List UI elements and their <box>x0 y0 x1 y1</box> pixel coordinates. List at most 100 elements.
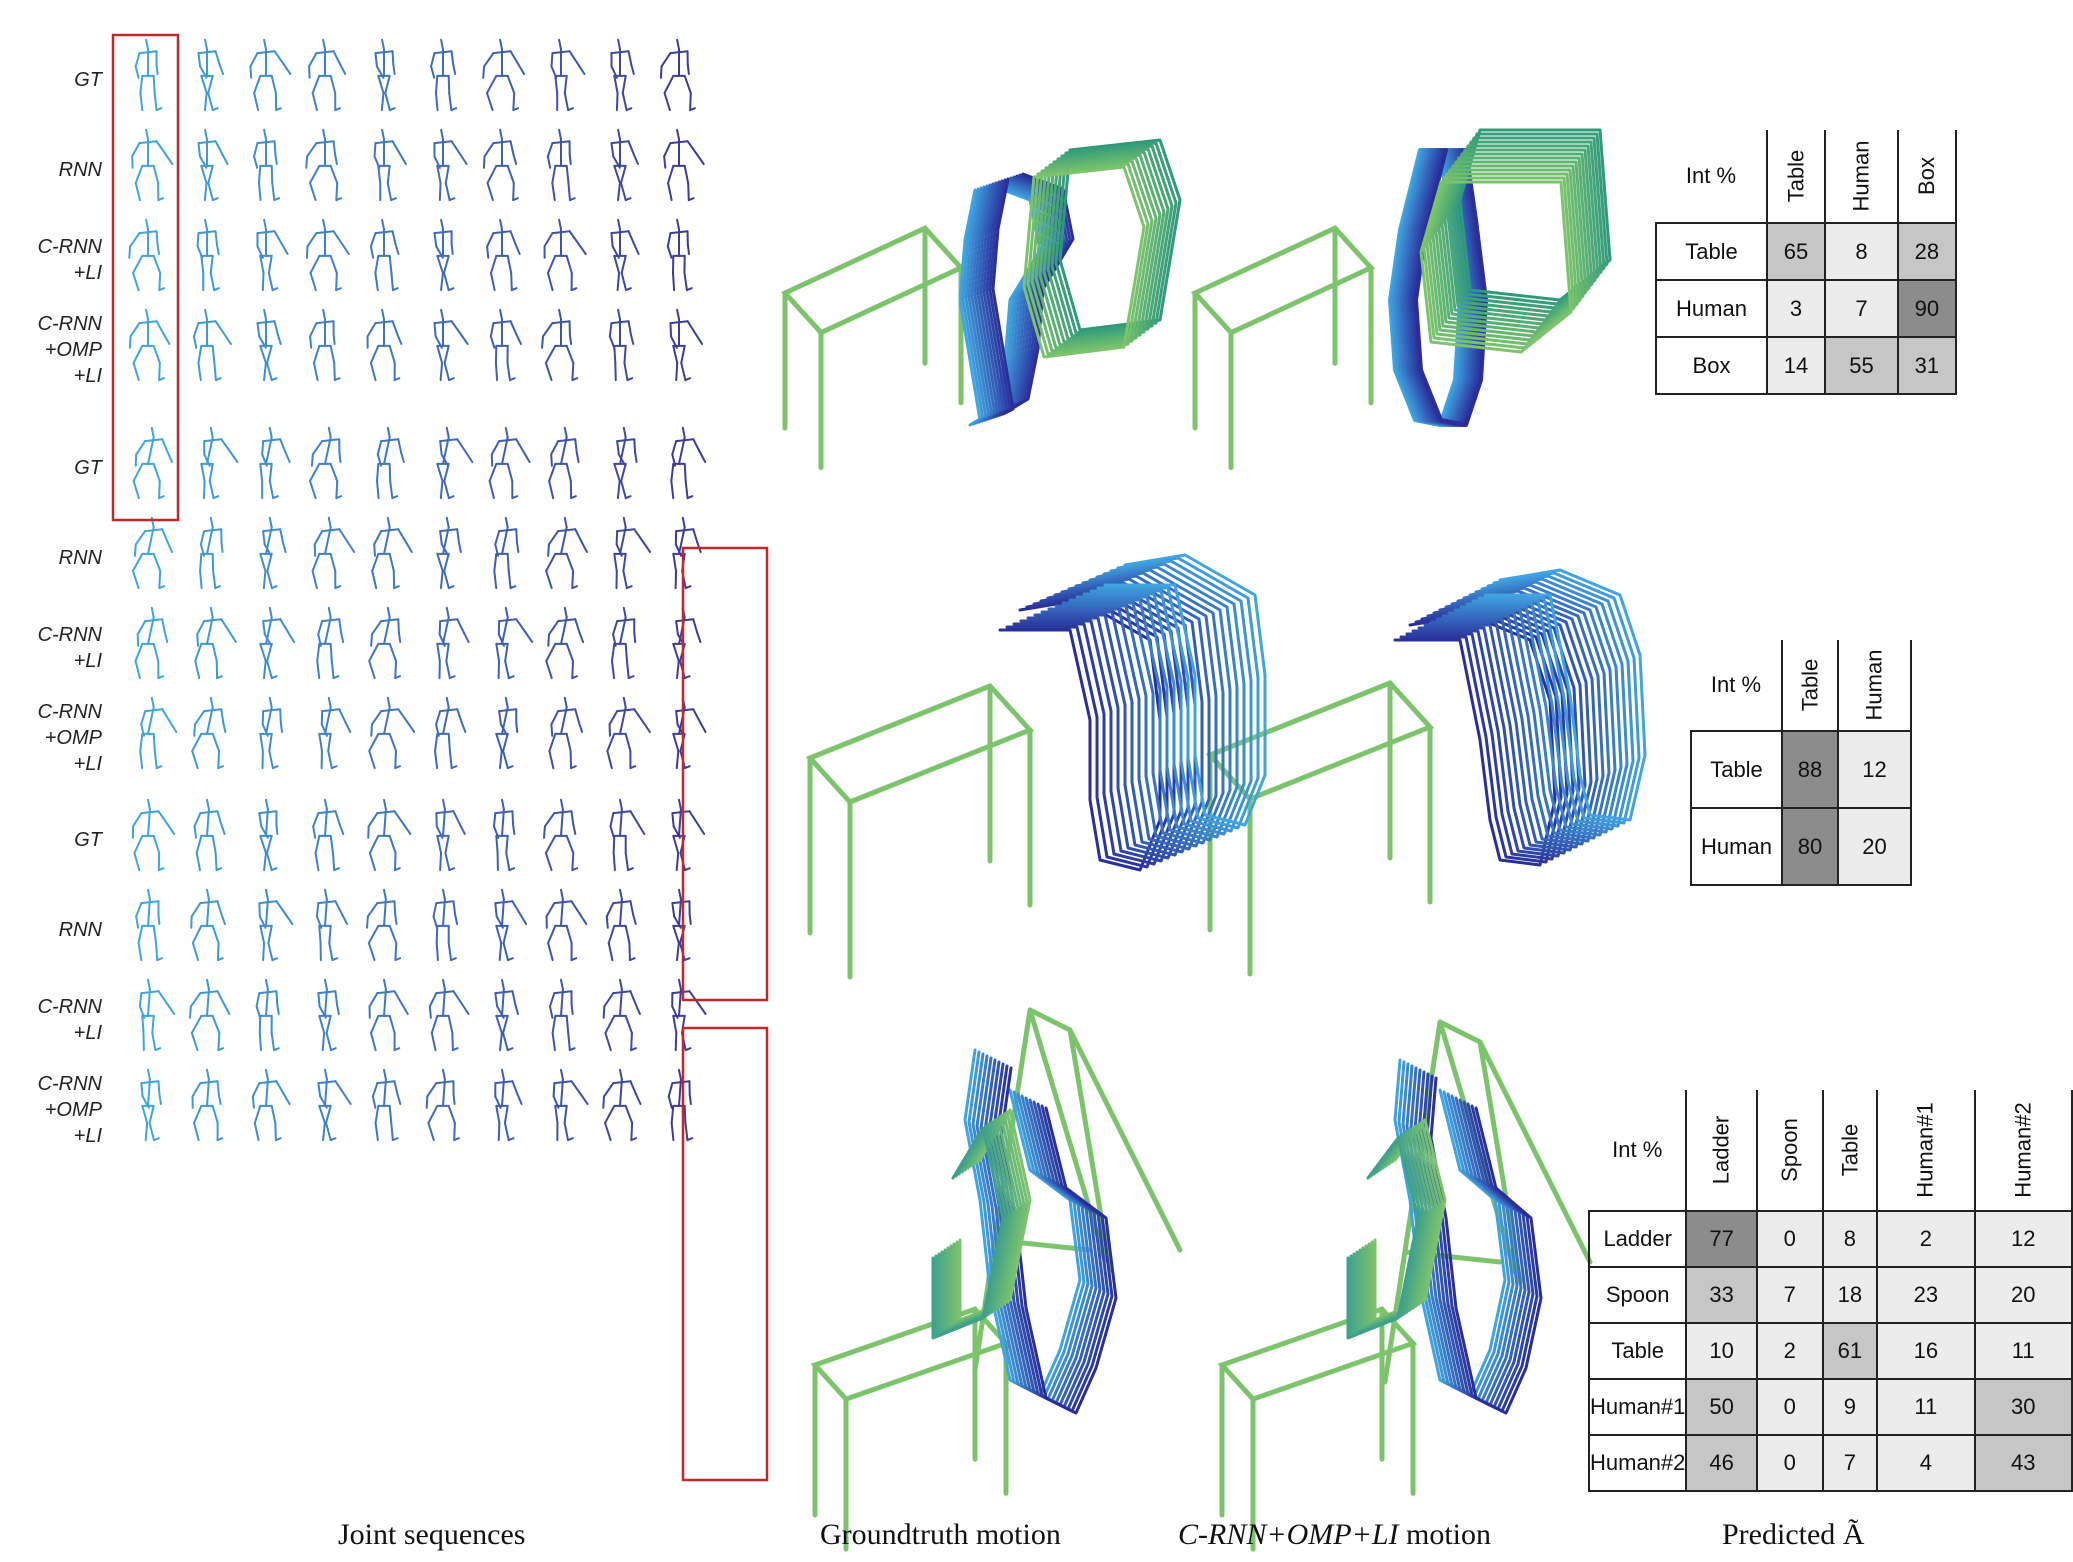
skeleton-g2-r4-c9-bone <box>606 750 613 770</box>
skeleton-g1-r4-c8-bone <box>544 362 553 382</box>
skeleton-g3-r2-c7-bone <box>494 900 514 905</box>
skeleton-g1-r4-c9-bone <box>613 344 617 364</box>
skeleton-g1-r2-c6-bone <box>459 153 468 165</box>
skeleton-g1-r4-c8-bone <box>565 344 575 364</box>
skeleton-g2-r3-c10-bone <box>675 618 695 623</box>
skeleton-g2-r1-c10-bone <box>675 438 695 443</box>
skeleton-g2-r3-c8-bone <box>571 675 578 680</box>
skeleton-g1-r2-c2-bone <box>214 140 224 156</box>
skeleton-g2-r4-c8-bone <box>574 708 580 724</box>
skeleton-g1-r4-c7-bone <box>509 320 518 336</box>
skeleton-g1-r1-c10-bone <box>676 38 680 51</box>
skeleton-g2-r2-c8-bone <box>565 552 575 572</box>
skeleton-g2-r4-c5 <box>368 696 416 770</box>
skeleton-g3-r3-c1-bone <box>147 978 151 991</box>
skeleton-g1-r1-c8-bone <box>563 92 570 112</box>
skeleton-g3-r1-c8-bone <box>544 834 557 854</box>
skeleton-g3-r1-c3 <box>258 798 279 872</box>
skeleton-g1-r2-c4-bone <box>305 155 309 169</box>
skeleton-g3-r4-c3-bone <box>253 1122 260 1142</box>
skeleton-g3-r2-c9-bone <box>607 942 614 962</box>
skeleton-g3-r1-c6-bone <box>439 852 443 872</box>
skeleton-g3-r3-c6-bone <box>428 1005 432 1019</box>
skeleton-g2-r4-c5-bone <box>370 710 383 726</box>
skeleton-g3-r2-c5-bone <box>366 902 379 918</box>
skeleton-g2-r1-c6 <box>436 426 474 500</box>
skeleton-g3-r4-c3-bone <box>265 1078 269 1107</box>
skeleton-g2-r1-c5-bone <box>397 438 403 454</box>
skeleton-g2-r3-c9 <box>610 606 637 680</box>
box-motion-r1-gt-frame-9 <box>1026 162 1150 356</box>
skeleton-g3-r3-c2-bone <box>206 988 210 1017</box>
skeleton-g3-r3-c4-bone <box>325 1014 332 1034</box>
skeleton-g3-r3-c2-bone <box>211 1014 221 1034</box>
box-motion-r1-gt-frame-6 <box>1038 153 1162 347</box>
skeleton-g1-r4-c9-bone <box>623 344 627 364</box>
skeleton-g2-r3-c3-bone <box>266 642 273 662</box>
skeleton-g1-r1-c1-bone <box>134 52 141 68</box>
matrix-cell: 7 <box>1821 1434 1879 1492</box>
skeleton-g2-r4-c2-bone <box>203 708 223 713</box>
skeleton-g2-r2-c8-bone <box>563 516 568 529</box>
skeleton-g1-r2-c8-bone <box>546 155 552 169</box>
skeleton-g2-r1-c8-bone <box>574 438 578 454</box>
skeleton-g1-r3-c1 <box>128 218 166 292</box>
skeleton-g2-r1-c3-bone <box>261 440 265 456</box>
skeleton-g2-r3-c8-bone <box>574 618 581 634</box>
skeleton-g1-r3-c2-bone <box>196 232 200 248</box>
box-motion-r1-gt-frame-1 <box>1058 138 1182 332</box>
skeleton-g1-r2-c6-bone <box>450 140 462 156</box>
skeleton-g3-r2-c8-bone <box>560 898 564 927</box>
matrix-corner-label: Int % <box>1612 1137 1663 1162</box>
skeleton-g2-r3-c7-bone <box>504 660 510 680</box>
skeleton-g3-r3-c10-bone <box>678 978 682 991</box>
skeleton-g3-r2-c6-bone <box>454 913 459 925</box>
skeleton-g3-r1-c9-bone <box>612 852 616 872</box>
skeleton-g1-r3-c9-bone <box>613 254 621 274</box>
skeleton-g2-r4-c4-bone <box>318 732 323 752</box>
skeleton-g3-r4-c8-bone <box>579 1093 589 1105</box>
skeleton-g3-r4-c7-bone <box>511 1080 519 1096</box>
skeleton-g1-r1-c4-bone <box>322 38 326 51</box>
skeleton-g3-r2-c9-bone <box>605 915 609 929</box>
skeleton-g3-r4-c8-bone <box>560 1078 564 1107</box>
skeleton-g3-r3-c5-bone <box>401 1003 409 1015</box>
skeleton-g2-r2-c4-bone <box>346 541 356 553</box>
skeleton-g1-r2-c6-bone <box>444 182 451 202</box>
skeleton-g1-r2-c7-bone <box>512 197 519 202</box>
skeleton-g1-r3-c9-bone <box>627 230 636 246</box>
skeleton-g3-r1-c1-bone <box>133 834 144 854</box>
matrix-cell: 11 <box>1876 1378 1976 1436</box>
skeleton-g1-r4-c7-bone <box>508 377 516 382</box>
skeleton-g3-r3-c7-bone <box>511 990 517 1006</box>
skeleton-g1-r3-c10-bone <box>686 243 690 255</box>
skeleton-g3-r4-c7-bone <box>497 1122 501 1142</box>
skeleton-g2-r3-c5-bone <box>386 606 391 619</box>
skeleton-g3-r2-c5-bone <box>376 900 396 905</box>
skeleton-g1-r4-c1-bone <box>158 362 161 382</box>
human-motion-r2-gt-frame-4 <box>1019 589 1183 863</box>
skeleton-g1-r1-c10-bone <box>689 107 696 112</box>
skeleton-g3-r3-c9 <box>602 978 641 1052</box>
skeleton-g2-r3-c6-bone <box>442 616 450 645</box>
skeleton-g3-r1-c5-bone <box>393 852 397 872</box>
matrix-cell: 7 <box>1755 1266 1824 1324</box>
skeleton-g3-r3-c1-bone <box>166 1003 176 1015</box>
skeleton-g1-r3-c6-bone <box>443 272 450 292</box>
skeleton-g2-r4-c6-bone <box>448 750 453 770</box>
skeleton-g2-r3-c1-bone <box>134 642 144 662</box>
skeleton-g3-r3-c8-bone <box>560 978 564 991</box>
skeleton-g1-r3-c3-bone <box>261 272 265 292</box>
skeleton-g1-r3-c2-bone <box>197 230 217 235</box>
skeleton-g3-r4-c8-bone <box>563 1104 568 1124</box>
skeleton-g2-r3-c1-bone <box>163 631 169 643</box>
skeleton-g1-r2-c1-bone <box>131 155 134 169</box>
skeleton-g2-r4-c9-bone <box>633 708 645 724</box>
skeleton-g3-r3-c7-bone <box>502 1014 509 1034</box>
skeleton-g1-r2-c8-bone <box>565 164 570 184</box>
skeleton-g3-r3-c6-bone <box>430 1014 439 1034</box>
skeleton-g1-r2-c5-bone <box>373 142 377 158</box>
skeleton-g3-r1-c8-bone <box>560 798 564 811</box>
skeleton-g3-r2-c1-bone <box>137 942 143 962</box>
skeleton-g3-r3-c10-bone <box>671 990 691 995</box>
